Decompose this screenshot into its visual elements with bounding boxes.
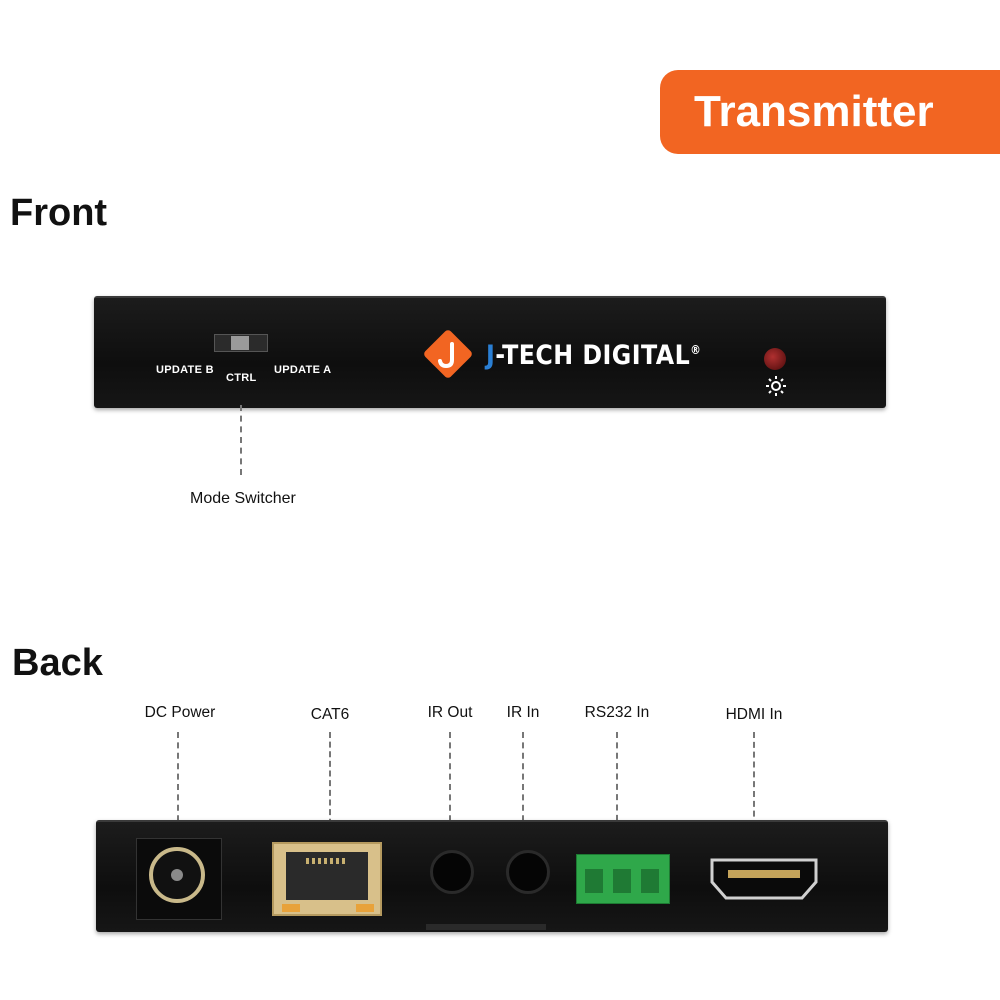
ir-in-callout-line [522, 732, 524, 842]
ir-out-label: IR Out [427, 704, 473, 721]
mode-switcher-callout-line [240, 405, 242, 475]
transmitter-badge-label: Transmitter [694, 87, 934, 136]
update-b-label: UPDATE B [156, 364, 214, 376]
ctrl-label: CTRL [226, 372, 257, 384]
mode-switcher-label: Mode Switcher [190, 490, 296, 507]
ir-in-port [506, 850, 550, 894]
brand-name: J-TECH DIGITAL® [486, 340, 701, 371]
cat6-led-right [356, 904, 374, 912]
transmitter-badge: Transmitter [660, 70, 1000, 154]
rs232-pin-3 [641, 869, 659, 893]
ir-out-port [430, 850, 474, 894]
update-a-label: UPDATE A [274, 364, 332, 376]
dc-callout-line [177, 732, 179, 842]
cat6-label: CAT6 [310, 706, 350, 723]
dc-jack-pin [171, 869, 183, 881]
hdmi-port [710, 858, 818, 900]
cat6-port [272, 842, 382, 916]
rs232-callout-line [616, 732, 618, 852]
brand-rest: -TECH DIGITAL [495, 340, 691, 371]
mode-switch-knob[interactable] [231, 336, 249, 350]
rs232-pin-2 [613, 869, 631, 893]
brand-registered: ® [690, 343, 702, 357]
dc-power-label: DC Power [144, 704, 216, 721]
back-panel [96, 820, 888, 932]
ir-in-label: IR In [506, 704, 540, 721]
cat6-contacts [306, 858, 348, 864]
jtech-logo-icon [424, 330, 472, 378]
hdmi-callout-line [753, 732, 755, 856]
bottom-vent [426, 924, 546, 930]
brand-j: J [486, 340, 496, 371]
rs232-pin-1 [585, 869, 603, 893]
dc-jack-ring [149, 847, 205, 903]
front-section-title: Front [10, 192, 108, 234]
cat6-led-left [282, 904, 300, 912]
rs232-port [576, 854, 670, 904]
front-panel: UPDATE B CTRL UPDATE A J-TECH DIGITAL® [94, 296, 886, 408]
cat6-socket [286, 852, 368, 900]
power-led [764, 348, 786, 370]
back-section-title: Back [12, 642, 103, 684]
cat6-callout-line [329, 732, 331, 844]
mode-switch[interactable] [214, 334, 268, 352]
rs232-label: RS232 In [584, 704, 650, 721]
hdmi-label: HDMI In [725, 706, 783, 723]
sun-icon [766, 376, 786, 396]
ir-out-callout-line [449, 732, 451, 842]
dc-power-port [136, 838, 222, 920]
